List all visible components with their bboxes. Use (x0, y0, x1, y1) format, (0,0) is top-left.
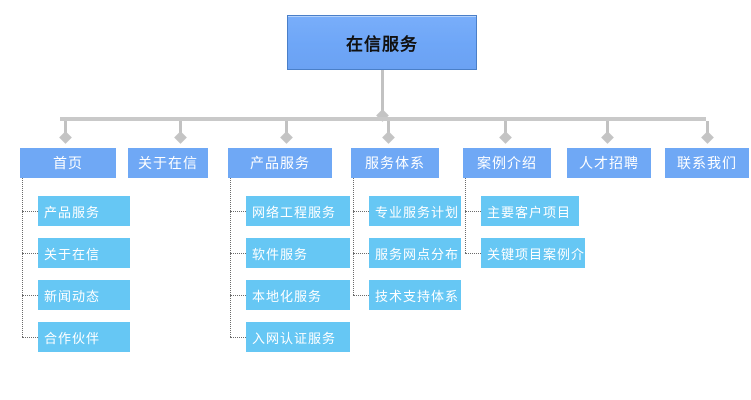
child-stub (22, 295, 38, 296)
node-label: 关于在信 (44, 246, 101, 262)
node-level3-products-0[interactable]: 网络工程服务 (246, 196, 350, 226)
node-level3-cases-1[interactable]: 关键项目案例介绍 (481, 238, 598, 268)
root-stem-diamond (376, 109, 389, 122)
node-level3-home-2[interactable]: 新闻动态 (38, 280, 130, 310)
child-stub (230, 337, 246, 338)
child-stub (230, 295, 246, 296)
node-label: 关于在信 (138, 155, 198, 171)
child-stub (22, 253, 38, 254)
node-level2-about[interactable]: 关于在信 (128, 148, 208, 178)
branch-drop-about (179, 121, 182, 140)
node-label: 服务体系 (365, 155, 425, 171)
node-label: 新闻动态 (44, 288, 101, 304)
child-stub (230, 253, 246, 254)
node-label: 专业服务计划 (375, 204, 460, 220)
node-level2-careers[interactable]: 人才招聘 (567, 148, 651, 178)
node-level3-home-0[interactable]: 产品服务 (38, 196, 130, 226)
node-label: 产品服务 (250, 155, 310, 171)
root-stem (381, 70, 384, 117)
root-node[interactable]: 在信服务 (287, 15, 477, 70)
root-node-label: 在信服务 (346, 35, 418, 54)
horizontal-bus (60, 117, 706, 121)
node-label: 主要客户项目 (487, 204, 572, 220)
node-label: 入网认证服务 (252, 330, 337, 346)
node-label: 首页 (53, 155, 83, 171)
node-label: 联系我们 (677, 155, 737, 171)
child-stub (22, 211, 38, 212)
branch-drop-home (64, 121, 67, 140)
child-spine-products (230, 163, 231, 337)
node-level2-home[interactable]: 首页 (20, 148, 116, 178)
node-label: 软件服务 (252, 246, 309, 262)
node-label: 技术支持体系 (375, 288, 460, 304)
child-stub (230, 211, 246, 212)
child-stub (465, 211, 481, 212)
branch-diamond-contact (701, 131, 714, 144)
branch-drop-service-system (387, 121, 390, 140)
child-stub (353, 253, 369, 254)
branch-drop-careers (606, 121, 609, 140)
node-level3-service-system-0[interactable]: 专业服务计划 (369, 196, 461, 226)
node-level3-products-3[interactable]: 入网认证服务 (246, 322, 350, 352)
child-stub (465, 253, 481, 254)
node-level2-service-system[interactable]: 服务体系 (351, 148, 439, 178)
node-label: 案例介绍 (477, 155, 537, 171)
branch-diamond-home (59, 131, 72, 144)
node-level2-products[interactable]: 产品服务 (228, 148, 332, 178)
branch-diamond-service-system (382, 131, 395, 144)
node-level3-cases-0[interactable]: 主要客户项目 (481, 196, 579, 226)
node-level3-products-2[interactable]: 本地化服务 (246, 280, 350, 310)
child-spine-home (22, 163, 23, 337)
node-label: 本地化服务 (252, 288, 323, 304)
node-level2-cases[interactable]: 案例介绍 (463, 148, 551, 178)
branch-drop-products (285, 121, 288, 140)
branch-diamond-products (280, 131, 293, 144)
branch-diamond-about (174, 131, 187, 144)
node-level3-service-system-1[interactable]: 服务网点分布 (369, 238, 461, 268)
node-label: 产品服务 (44, 204, 101, 220)
node-label: 网络工程服务 (252, 204, 337, 220)
child-spine-service-system (353, 163, 354, 295)
node-level3-home-1[interactable]: 关于在信 (38, 238, 130, 268)
child-stub (353, 295, 369, 296)
child-stub (22, 337, 38, 338)
branch-diamond-cases (499, 131, 512, 144)
node-label: 合作伙伴 (44, 330, 101, 346)
branch-drop-contact (706, 121, 709, 140)
node-level3-products-1[interactable]: 软件服务 (246, 238, 350, 268)
node-label: 人才招聘 (579, 155, 639, 171)
node-level2-contact[interactable]: 联系我们 (665, 148, 749, 178)
node-label: 关键项目案例介绍 (487, 246, 600, 262)
child-stub (353, 211, 369, 212)
node-label: 服务网点分布 (375, 246, 460, 262)
node-level3-service-system-2[interactable]: 技术支持体系 (369, 280, 461, 310)
branch-diamond-careers (601, 131, 614, 144)
node-level3-home-3[interactable]: 合作伙伴 (38, 322, 130, 352)
branch-drop-cases (504, 121, 507, 140)
